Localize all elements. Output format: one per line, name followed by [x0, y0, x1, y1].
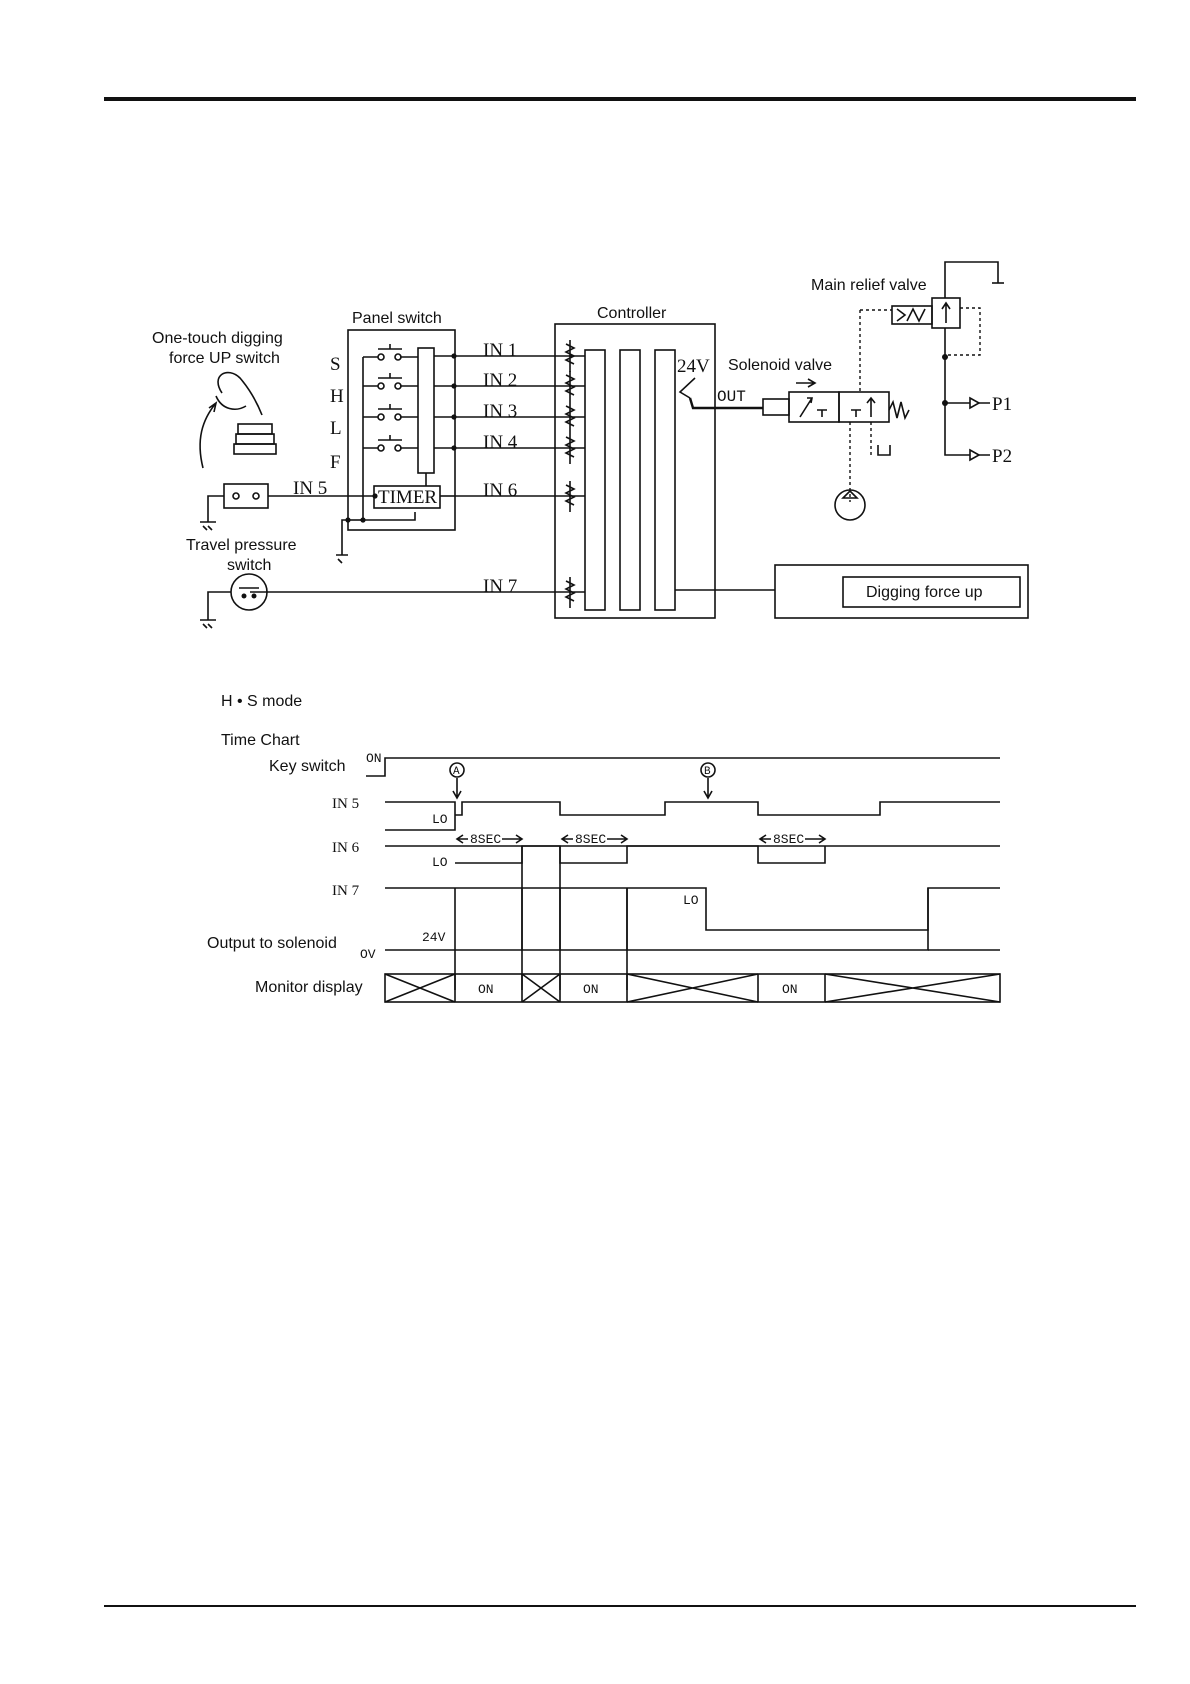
- main-relief-valve: Main relief valve P1 P2: [811, 261, 1012, 467]
- time-chart: H • S mode Time Chart Key switch IN 5 IN…: [207, 693, 1001, 1003]
- controller-label: Controller: [597, 305, 667, 322]
- key-switch-trace: [366, 757, 1000, 777]
- port-p1-label: P1: [992, 394, 1012, 415]
- row-label-output: Output to solenoid: [207, 935, 337, 952]
- out-label: OUT: [717, 388, 746, 406]
- controller-inputs: IN 1 IN 2 IN 3 IN 4 IN 6 IN 7: [250, 340, 585, 608]
- marker-b-label: B: [704, 766, 711, 778]
- in6-8sec-label-2: 8SEC: [575, 832, 606, 847]
- footer-rule: [104, 1605, 1136, 1607]
- port-p2-label: P2: [992, 446, 1012, 467]
- key-switch-on-label: ON: [366, 751, 382, 766]
- timer-label: TIMER: [378, 487, 437, 508]
- in6-8sec-label-3: 8SEC: [773, 832, 804, 847]
- travel-pressure-switch: Travel pressure switch: [186, 537, 297, 629]
- marker-a-label: A: [453, 766, 460, 778]
- time-chart-mode-label: H • S mode: [221, 693, 302, 710]
- in6-lo-label: LO: [432, 855, 448, 870]
- row-label-monitor: Monitor display: [255, 979, 363, 996]
- one-touch-label-line2: force UP switch: [169, 350, 280, 367]
- controller-24v-label: 24V: [677, 356, 710, 377]
- solenoid-valve-label: Solenoid valve: [728, 357, 832, 374]
- row-label-in5: IN 5: [332, 796, 359, 812]
- solenoid-valve: Solenoid valve: [728, 310, 910, 521]
- row-label-key-switch: Key switch: [269, 758, 345, 775]
- mode-l-label: L: [330, 418, 342, 439]
- time-chart-title: Time Chart: [221, 732, 300, 749]
- travel-pressure-label-line1: Travel pressure: [186, 537, 297, 554]
- circuit-diagram: Main relief valve P1 P2 Solenoid valve: [152, 261, 1029, 629]
- one-touch-label-line1: One-touch digging: [152, 330, 283, 347]
- monitor-on-label-3: ON: [782, 982, 798, 997]
- row-label-in6: IN 6: [332, 840, 360, 856]
- output-0v-label: OV: [360, 947, 376, 962]
- controller: Controller 24V OUT Digging force up: [554, 305, 1029, 619]
- monitor-on-label-2: ON: [583, 982, 599, 997]
- output-24v-label: 24V: [422, 930, 446, 945]
- in6-8sec-label-1: 8SEC: [470, 832, 501, 847]
- header-rule: [104, 97, 1136, 101]
- in7-trace: [385, 887, 1000, 931]
- travel-pressure-label-line2: switch: [227, 557, 271, 574]
- input-label-6: IN 6: [483, 480, 517, 501]
- digging-force-up-label: Digging force up: [866, 584, 983, 601]
- monitor-on-label-1: ON: [478, 982, 494, 997]
- mode-h-label: H: [330, 386, 344, 407]
- mode-s-label: S: [330, 354, 341, 375]
- in5-trace: [385, 801, 1000, 831]
- input-label-1: IN 1: [483, 340, 517, 361]
- row-label-in7: IN 7: [332, 883, 360, 899]
- input-label-2: IN 2: [483, 370, 517, 391]
- main-relief-valve-label: Main relief valve: [811, 277, 927, 294]
- panel-switch: Panel switch S H L F: [330, 310, 457, 531]
- input-label-3: IN 3: [483, 401, 517, 422]
- in6-trace: [455, 845, 826, 864]
- one-touch-switch: One-touch digging force UP switch IN 5: [152, 330, 374, 564]
- in7-lo-label: LO: [683, 893, 699, 908]
- panel-switch-label: Panel switch: [352, 310, 442, 327]
- in5-label: IN 5: [293, 478, 327, 499]
- monitor-display-row: ON ON ON: [384, 973, 1001, 1003]
- input-label-7: IN 7: [483, 576, 517, 597]
- mode-f-label: F: [330, 452, 341, 473]
- in5-lo-label: LO: [432, 812, 448, 827]
- input-label-4: IN 4: [483, 432, 518, 453]
